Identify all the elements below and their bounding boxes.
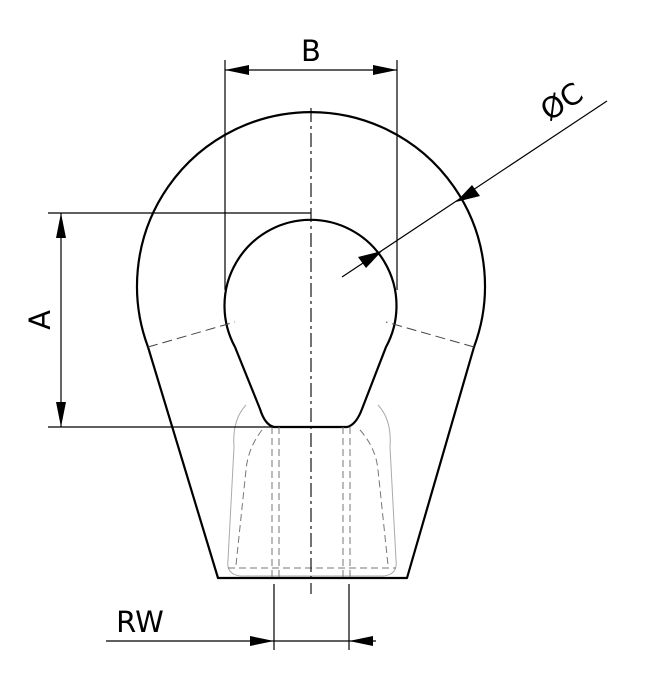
hub-outline [227,404,397,577]
dim-b-label: B [301,34,321,68]
dim-c-label: ØC [534,76,589,128]
dim-a-arrow-top [56,213,66,238]
dim-rw-label: RW [116,605,164,639]
hub-inner-outline [235,429,389,566]
tangent-line-left [147,321,236,348]
outer-profile [135,111,487,580]
dim-c-arrow-outer [456,185,480,202]
inner-eye-opening [223,218,398,429]
tangent-line-right [385,321,475,348]
dim-c-arrow-inner [358,251,382,268]
dim-a-arrow-bottom [56,402,66,427]
dim-rw-arrow-right [349,636,373,646]
dim-rw-arrow-left [250,636,274,646]
dim-b-arrow-left [225,65,249,75]
dim-a-label: A [23,310,57,330]
dim-b-arrow-right [373,65,397,75]
